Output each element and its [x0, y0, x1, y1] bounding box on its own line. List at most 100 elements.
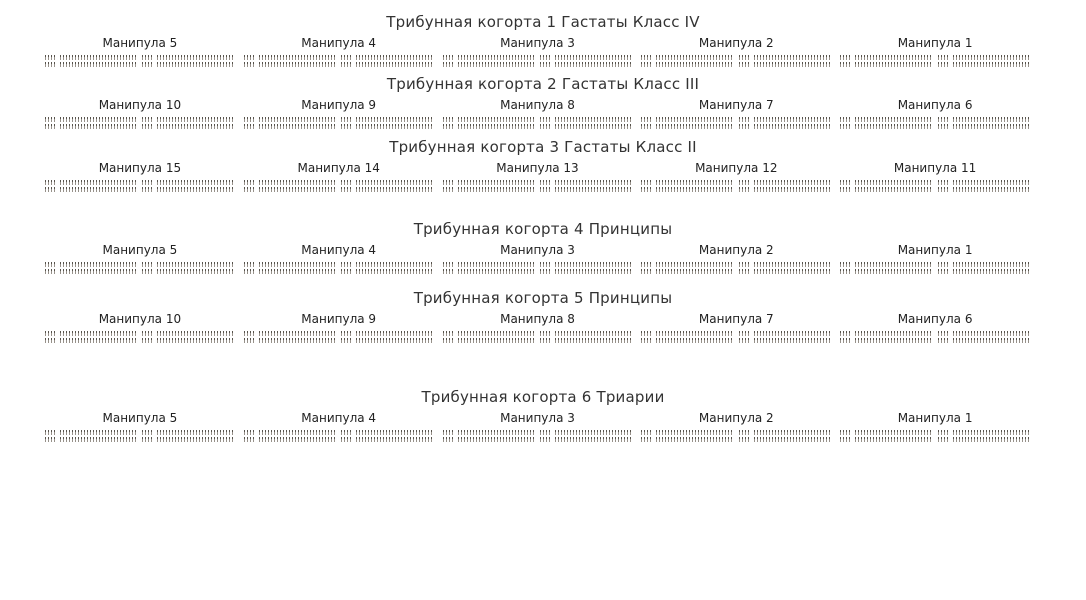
maniple-centuries	[45, 331, 235, 343]
soldier-rank-icon	[45, 262, 138, 267]
century-block	[341, 55, 434, 67]
maniple: Манипула 3	[442, 32, 633, 67]
soldier-rank-icon	[341, 124, 434, 129]
soldier-rank-icon	[840, 262, 933, 267]
maniple-centuries	[840, 430, 1030, 442]
maniple-label: Манипула 9	[301, 312, 377, 326]
century-block	[341, 117, 434, 129]
maniple-centuries	[840, 117, 1030, 129]
soldier-rank-icon	[937, 331, 1030, 336]
soldier-rank-icon	[142, 187, 235, 192]
legion-formation: Трибунная когорта 1 Гастаты Класс IV Ман…	[45, 13, 1030, 442]
soldier-rank-icon	[142, 262, 235, 267]
soldier-rank-icon	[142, 338, 235, 343]
soldier-rank-icon	[45, 124, 138, 129]
maniple-centuries	[243, 430, 434, 442]
soldier-rank-icon	[540, 269, 633, 274]
maniple: Манипула 8	[442, 94, 633, 129]
maniple-label: Манипула 5	[102, 36, 178, 50]
maniple-centuries	[45, 262, 235, 274]
soldier-rank-icon	[442, 55, 535, 60]
maniple-label: Манипула 5	[102, 243, 178, 257]
cohort-title: Трибунная когорта 1 Гастаты Класс IV	[386, 13, 700, 31]
soldier-rank-icon	[45, 187, 138, 192]
soldier-rank-icon	[442, 180, 535, 185]
century-block	[142, 331, 235, 343]
maniple-label: Манипула 15	[98, 161, 182, 175]
century-block	[840, 55, 933, 67]
maniple-centuries	[442, 331, 633, 343]
maniple: Манипула 2	[641, 32, 832, 67]
maniple-centuries	[442, 117, 633, 129]
soldier-rank-icon	[243, 331, 337, 336]
soldier-rank-icon	[243, 269, 337, 274]
maniple-centuries	[243, 55, 434, 67]
maniple-label: Манипула 4	[301, 36, 377, 50]
maniple: Манипула 2	[641, 407, 832, 442]
century-block	[937, 430, 1030, 442]
soldier-rank-icon	[142, 124, 235, 129]
maniple-label: Манипула 6	[897, 98, 973, 112]
soldier-rank-icon	[738, 338, 832, 343]
soldier-rank-icon	[641, 331, 734, 336]
soldier-rank-icon	[540, 55, 633, 60]
maniple: Манипула 6	[840, 94, 1030, 129]
cohort-title: Трибунная когорта 5 Принципы	[413, 289, 673, 307]
century-block	[45, 55, 138, 67]
maniple: Манипула 10	[45, 94, 235, 129]
maniple: Манипула 10	[45, 308, 235, 343]
maniple: Манипула 5	[45, 407, 235, 442]
century-block	[937, 180, 1030, 192]
maniple: Манипула 1	[840, 32, 1030, 67]
soldier-rank-icon	[341, 180, 434, 185]
century-block	[738, 117, 832, 129]
maniple-centuries	[45, 117, 235, 129]
soldier-rank-icon	[243, 262, 337, 267]
century-block	[442, 55, 535, 67]
soldier-rank-icon	[937, 62, 1030, 67]
century-block	[442, 262, 535, 274]
maniple-label: Манипула 10	[98, 98, 182, 112]
century-block	[738, 180, 832, 192]
soldier-rank-icon	[840, 437, 933, 442]
maniple-label: Манипула 1	[897, 243, 973, 257]
century-block	[641, 331, 734, 343]
soldier-rank-icon	[45, 437, 138, 442]
maniple-centuries	[840, 262, 1030, 274]
century-block	[738, 430, 832, 442]
century-block	[45, 180, 138, 192]
soldier-rank-icon	[937, 117, 1030, 122]
maniple: Манипула 6	[840, 308, 1030, 343]
century-block	[341, 262, 434, 274]
century-block	[540, 262, 633, 274]
soldier-rank-icon	[641, 117, 734, 122]
soldier-rank-icon	[641, 187, 734, 192]
soldier-rank-icon	[738, 117, 832, 122]
soldier-rank-icon	[341, 338, 434, 343]
century-block	[840, 262, 933, 274]
soldier-rank-icon	[937, 187, 1030, 192]
soldier-rank-icon	[442, 124, 535, 129]
soldier-rank-icon	[341, 262, 434, 267]
soldier-rank-icon	[641, 262, 734, 267]
maniple: Манипула 5	[45, 32, 235, 67]
maniple-centuries	[442, 180, 633, 192]
maniple: Манипула 4	[243, 407, 434, 442]
soldier-rank-icon	[540, 338, 633, 343]
maniple-label: Манипула 4	[301, 411, 377, 425]
maniple-label: Манипула 11	[893, 161, 977, 175]
cohort-title: Трибунная когорта 4 Принципы	[413, 220, 673, 238]
maniple-label: Манипула 13	[496, 161, 579, 175]
soldier-rank-icon	[442, 62, 535, 67]
maniple: Манипула 3	[442, 407, 633, 442]
maniple: Манипула 13	[442, 157, 633, 192]
soldier-rank-icon	[540, 62, 633, 67]
maniple: Манипула 7	[641, 308, 832, 343]
soldier-rank-icon	[641, 180, 734, 185]
soldier-rank-icon	[540, 331, 633, 336]
soldier-rank-icon	[442, 437, 535, 442]
soldier-rank-icon	[840, 187, 933, 192]
maniple-label: Манипула 3	[500, 243, 575, 257]
soldier-rank-icon	[45, 269, 138, 274]
cohort-title: Трибунная когорта 3 Гастаты Класс II	[389, 138, 697, 156]
